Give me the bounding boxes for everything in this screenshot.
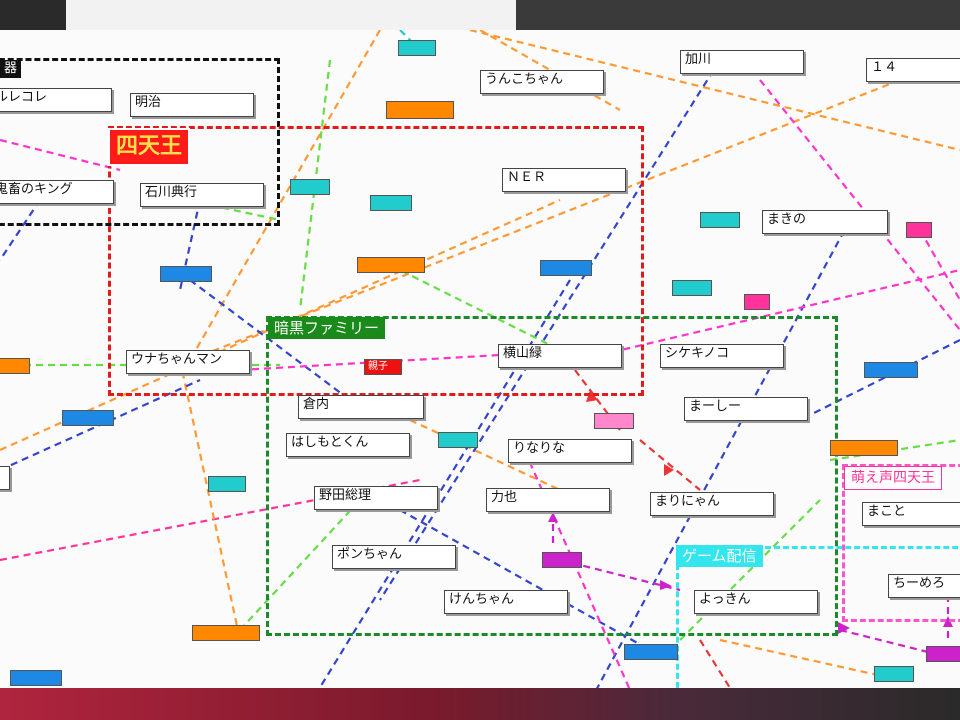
edge [479, 30, 621, 111]
arrowhead [664, 464, 674, 476]
node-makino[interactable]: まきの [762, 210, 888, 234]
relation-tag [542, 552, 582, 568]
group-box [108, 126, 644, 396]
relation-tag [208, 476, 246, 492]
edge [799, 339, 960, 421]
relation-tag [357, 257, 425, 273]
node-marinyan[interactable]: まりにゃん [650, 492, 774, 516]
edge [559, 558, 681, 592]
relation-tag [906, 222, 932, 238]
relation-tag [830, 440, 898, 456]
relation-tag [438, 432, 478, 448]
node-koreore[interactable]: ルレコレ [0, 88, 112, 112]
node-ponchan[interactable]: ポンちゃん [332, 545, 456, 569]
edge [699, 639, 733, 690]
edge [599, 268, 960, 357]
node-14[interactable]: １４ [866, 58, 960, 82]
group-label: 暗黒ファミリー [268, 317, 386, 339]
bottom-frame [0, 688, 960, 720]
relation-tag [874, 666, 914, 682]
arrowhead [838, 622, 850, 634]
relation-tag [0, 358, 30, 374]
edge [239, 499, 361, 631]
top-frame [0, 0, 960, 34]
node-ishikawa[interactable]: 石川典行 [140, 183, 264, 207]
relationship-board: 器 四天王 暗黒ファミリー 萌え声四天王 ゲーム配信 ルレコレ 明治 うんこちゃ… [0, 30, 960, 690]
node-kurauchi[interactable]: 倉内 [298, 395, 424, 419]
relation-tag [10, 670, 62, 686]
edge [639, 439, 701, 491]
edge [0, 199, 41, 261]
node-noda[interactable]: 野田総理 [314, 486, 438, 510]
relation-tag [672, 280, 712, 296]
relation-tag [398, 40, 436, 56]
node-makoto[interactable]: まこと [862, 502, 960, 526]
relation-tag [594, 413, 634, 429]
group-box [842, 464, 960, 622]
relation-tag [370, 195, 412, 211]
relation-tag [744, 294, 770, 310]
relation-tag [160, 266, 212, 282]
node-meiji[interactable]: 明治 [130, 93, 254, 117]
group-box [266, 316, 838, 636]
edge [759, 79, 960, 331]
group-label: 四天王 [108, 128, 191, 166]
relation-tag [700, 212, 740, 228]
group-label: 器 [0, 60, 22, 78]
relation-tag [540, 260, 592, 276]
edge [594, 219, 851, 690]
group-label: 萌え声四天王 [844, 466, 942, 490]
arrowhead [660, 580, 672, 590]
relation-tag [624, 644, 678, 660]
node-kichiku-king[interactable]: 鬼畜のキング [0, 180, 114, 204]
relation-tag: 親子 [364, 359, 402, 375]
edge [719, 638, 901, 682]
node-kenchan[interactable]: けんちゃん [444, 590, 568, 614]
node-hashimoto[interactable]: はしもとくん [286, 433, 410, 457]
node-ner[interactable]: ＮＥＲ [502, 168, 626, 192]
edge [239, 353, 501, 372]
top-frame-dark [516, 0, 960, 34]
edge [178, 359, 242, 641]
node-yokkin[interactable]: よっきん [694, 590, 818, 614]
relation-tag [290, 179, 330, 195]
top-frame-light [66, 0, 516, 32]
arrowhead [548, 512, 558, 522]
node-unkochan[interactable]: うんこちゃん [480, 70, 604, 94]
edge [189, 279, 351, 401]
group-label: ゲーム配信 [676, 545, 763, 567]
node-riki[interactable]: 力也 [486, 488, 610, 512]
node-mashi[interactable]: まーしー [684, 397, 808, 421]
node-chimero[interactable]: ちーめろ [888, 574, 960, 598]
relation-tag [386, 101, 454, 119]
edge [679, 499, 821, 641]
edge [379, 59, 721, 601]
edge [839, 628, 960, 662]
node-shikekinoko[interactable]: シケキノコ [660, 344, 784, 368]
edge [469, 30, 960, 152]
group-box [676, 546, 960, 690]
group-box [0, 58, 280, 226]
relation-tag [926, 646, 960, 662]
relation-tag [192, 625, 260, 641]
edge [0, 138, 121, 172]
relation-tag [864, 362, 918, 378]
node-yokoyama[interactable]: 横山緑 [498, 344, 622, 368]
node-unachan-man[interactable]: ウナちゃんマン [126, 350, 250, 374]
edge [409, 419, 561, 491]
edge [919, 229, 960, 301]
node-kagawa[interactable]: 加川 [680, 50, 804, 74]
relation-tag [62, 410, 114, 426]
node-rinarina[interactable]: りなりな [508, 439, 632, 463]
edge [379, 259, 561, 351]
node-edge-left[interactable] [0, 466, 10, 490]
